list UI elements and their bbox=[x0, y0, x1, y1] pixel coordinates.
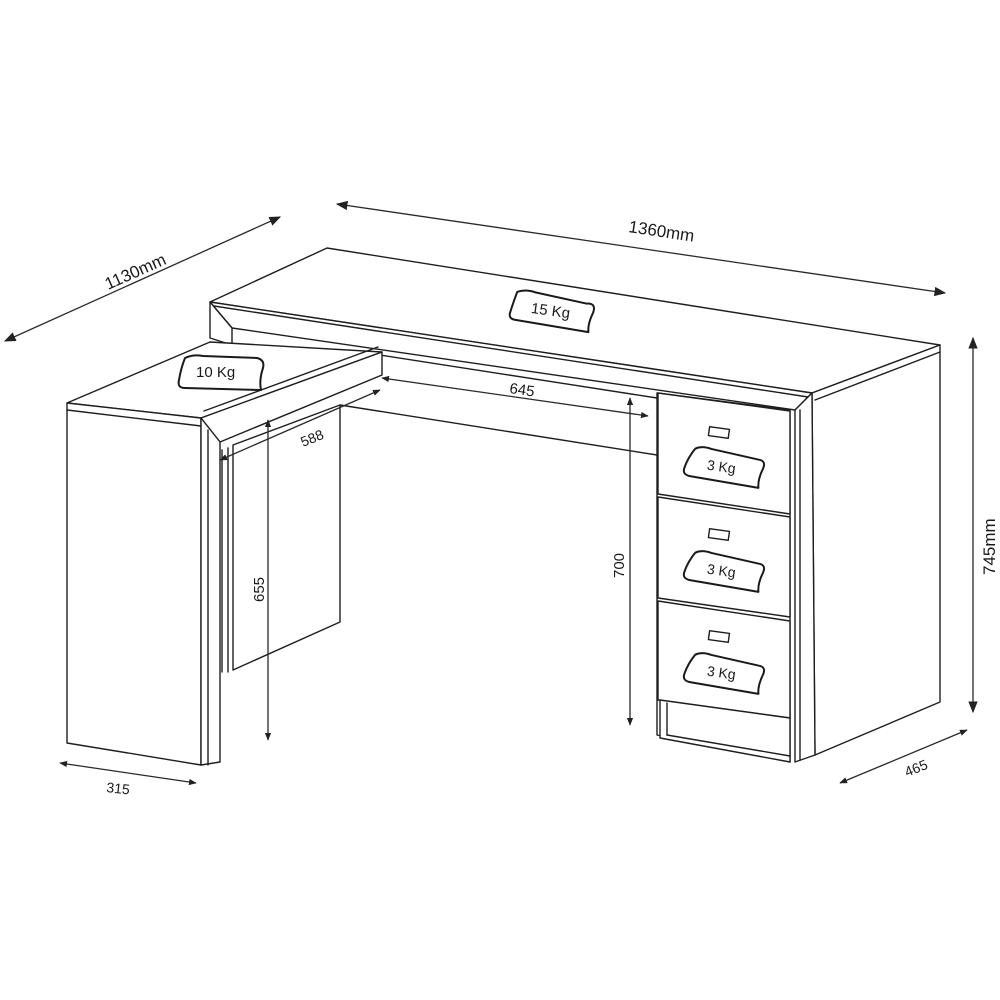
dim-return-width: 315 bbox=[106, 779, 131, 797]
drawer-handle-2 bbox=[707, 527, 731, 542]
svg-text:3 Kg: 3 Kg bbox=[706, 561, 737, 581]
return-desktop bbox=[66, 341, 383, 766]
svg-text:15 Kg: 15 Kg bbox=[530, 300, 571, 322]
svg-text:3 Kg: 3 Kg bbox=[706, 457, 737, 477]
dim-knee-height-return: 655 bbox=[251, 577, 268, 602]
dimension-lines bbox=[3, 200, 978, 786]
svg-text:3 Kg: 3 Kg bbox=[706, 663, 737, 683]
load-badge-return-top: 10 Kg bbox=[177, 354, 265, 391]
svg-text:10 Kg: 10 Kg bbox=[196, 364, 235, 381]
load-badge-drawer-3: 3 Kg bbox=[682, 652, 766, 695]
load-badge-drawer-1: 3 Kg bbox=[682, 446, 766, 489]
dim-knee-height-main: 700 bbox=[611, 553, 628, 578]
dim-overall-height: 745mm bbox=[980, 518, 999, 575]
dim-pedestal-depth: 465 bbox=[902, 756, 930, 780]
dim-knee-width: 645 bbox=[508, 380, 535, 400]
dim-overall-width: 1360mm bbox=[627, 217, 695, 246]
load-badge-main-top: 15 Kg bbox=[508, 289, 596, 334]
drawer-handle-3 bbox=[707, 629, 731, 644]
load-badge-drawer-2: 3 Kg bbox=[682, 550, 766, 593]
drawer-handle-1 bbox=[707, 425, 731, 440]
